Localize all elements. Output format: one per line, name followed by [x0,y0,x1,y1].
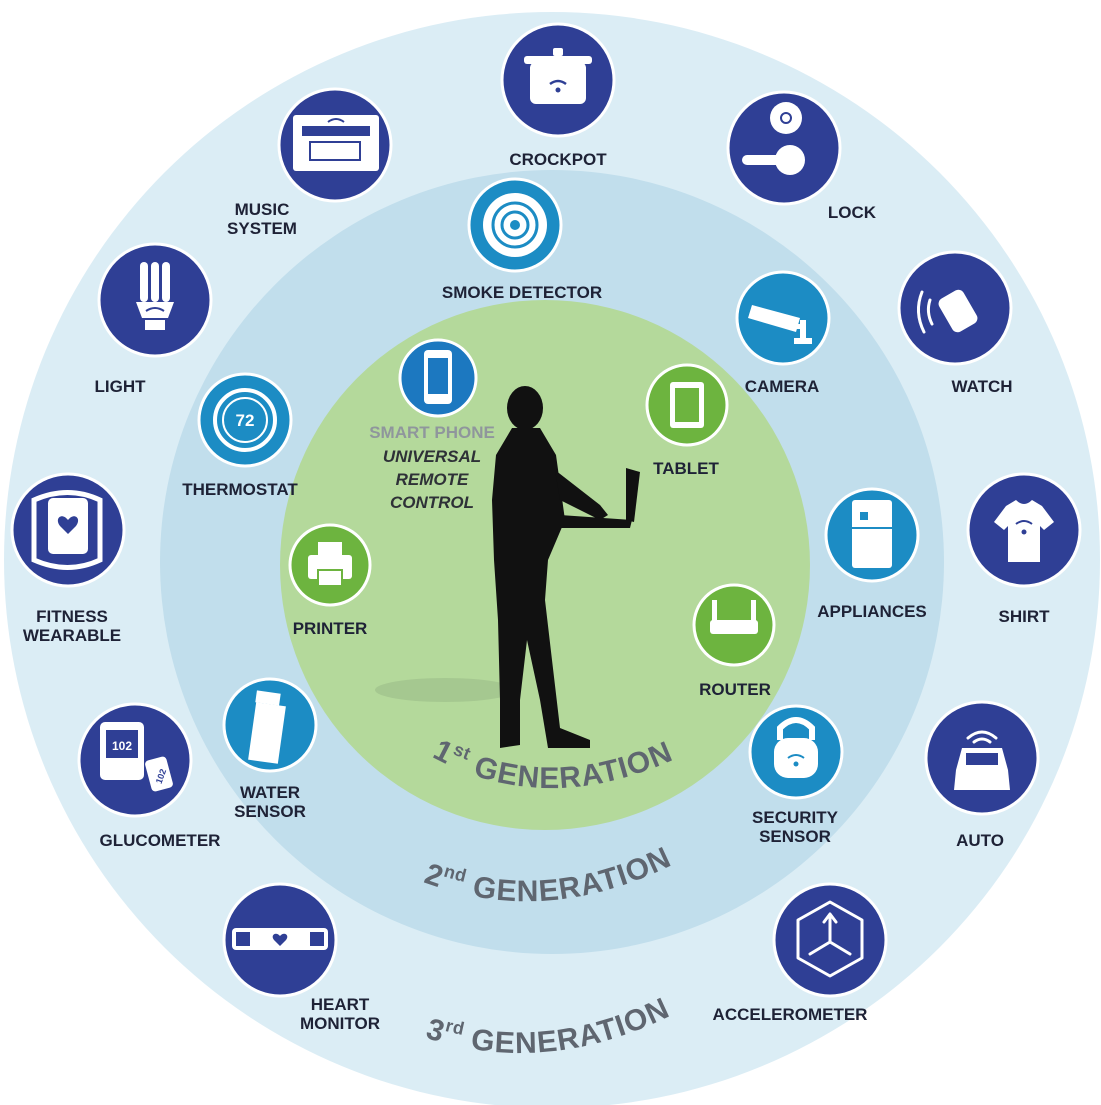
tablet-label: TABLET [653,459,719,478]
light-label: LIGHT [95,377,147,396]
padlock-icon [774,717,818,778]
router-icon [710,600,758,634]
tshirt-icon [994,500,1054,562]
crockpot-node [500,22,616,138]
car-icon [954,730,1010,790]
crockpot-icon [524,48,592,104]
lock-label: LOCK [828,203,877,222]
heart-monitor-label-line1: HEART [311,995,370,1014]
appliances-label: APPLIANCES [817,602,927,621]
third-generation-suffix: rd [444,1015,468,1039]
person-laptop-silhouette [375,386,640,748]
water-sensor-node [222,677,318,773]
music-system-label-line1: MUSIC [235,200,290,219]
appliances-node [824,487,920,583]
heart-monitor-label-line2: MONITOR [300,1014,380,1033]
camera-node [735,270,831,366]
smoke-detector-label: SMOKE DETECTOR [442,283,602,302]
tablet-node [645,363,729,447]
universal-remote-line2: REMOTE [396,470,469,489]
music-system-node [277,87,393,203]
water-sensor-label-line2: SENSOR [234,802,306,821]
security-camera-icon [748,305,812,344]
fitness-wearable-label-line1: FITNESS [36,607,108,626]
security-sensor-label-line1: SECURITY [752,808,839,827]
shirt-label: SHIRT [999,607,1051,626]
music-system-label-line2: SYSTEM [227,219,297,238]
thermostat-label: THERMOSTAT [182,480,298,499]
fitness-band-icon [31,490,103,570]
bulb-icon [136,262,174,330]
smoke-detector-icon [483,193,547,257]
crockpot-label: CROCKPOT [509,150,607,169]
accelerometer-icon [796,900,864,978]
first-generation-suffix: st [451,739,475,764]
heart-monitor-icon [232,928,328,950]
auto-node [924,700,1040,816]
smart-phone-label: SMART PHONE [369,423,495,442]
printer-label: PRINTER [293,619,368,638]
fitness-wearable-node [10,472,126,588]
stereo-icon [293,115,379,171]
smartphone-icon [424,350,452,404]
water-sensor-label-line1: WATER [240,783,300,802]
accelerometer-label: ACCELEROMETER [713,1005,868,1024]
light-node [97,242,213,358]
router-label: ROUTER [699,680,771,699]
heart-monitor-node [222,882,338,998]
thermostat-node: 72 [197,372,293,468]
lock-node [726,90,842,206]
water-sensor-icon [248,690,286,764]
printer-icon [308,542,352,587]
glucometer-icon: 102 102 [100,722,173,792]
glucometer-reading-side: 102 [154,768,169,786]
thermostat-icon: 72 [213,388,277,452]
glucometer-label: GLUCOMETER [100,831,221,850]
glucometer-reading-main: 102 [112,739,132,753]
universal-remote-line3: CONTROL [390,493,474,512]
smartwatch-icon [917,289,978,334]
security-sensor-node [748,704,844,800]
smoke-detector-node [467,177,563,273]
glucometer-node: 102 102 [77,702,193,818]
printer-node [288,523,372,607]
thermostat-reading: 72 [236,411,255,430]
universal-remote-line1: UNIVERSAL [383,447,481,466]
accelerometer-node [772,882,888,998]
camera-label: CAMERA [745,377,820,396]
tablet-icon [670,382,704,428]
fitness-wearable-label-line2: WEARABLE [23,626,121,645]
watch-node [897,250,1013,366]
door-lock-icon [742,102,805,175]
shirt-node [966,472,1082,588]
router-node [692,583,776,667]
security-sensor-label-line2: SENSOR [759,827,831,846]
watch-label: WATCH [951,377,1012,396]
smart-phone-node [398,338,478,418]
auto-label: AUTO [956,831,1004,850]
refrigerator-icon [852,500,892,568]
